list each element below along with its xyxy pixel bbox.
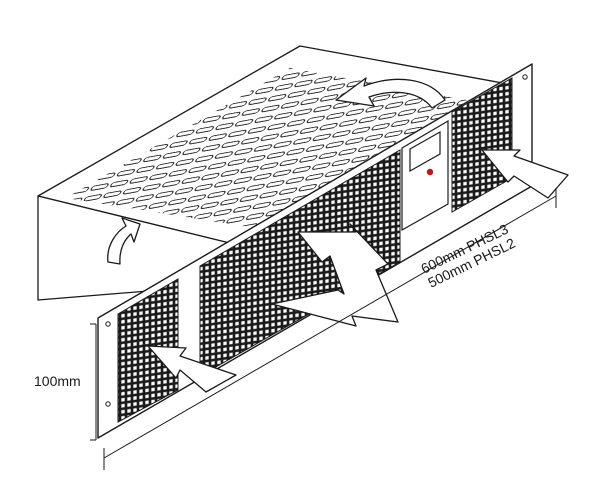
airflow-arrow-right-intake: [481, 149, 569, 199]
top-vent-slots: [66, 68, 500, 230]
dimension-lines: [90, 188, 557, 470]
power-indicator-light: [426, 168, 434, 176]
height-dimension-label: 100mm: [34, 373, 81, 389]
airflow-arrow-top-return: [335, 77, 446, 109]
airflow-arrow-left-return: [107, 217, 141, 265]
control-window: [409, 130, 441, 173]
airflow-arrow-center-outlet: [271, 223, 399, 327]
airflow-arrow-left-intake: [147, 345, 237, 393]
left-grille: [117, 278, 179, 423]
center-grille: [199, 149, 401, 377]
